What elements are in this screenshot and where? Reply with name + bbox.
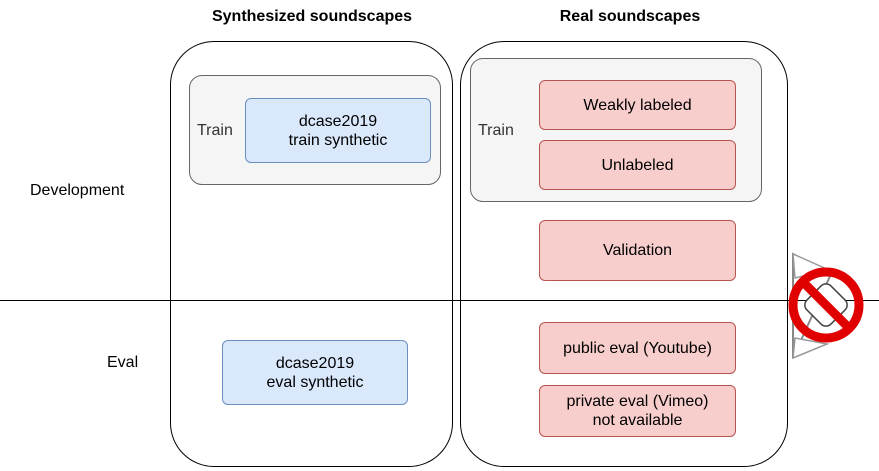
unlabeled-box: Unlabeled — [539, 140, 736, 190]
validation-box: Validation — [539, 220, 736, 281]
public-eval-box: public eval (Youtube) — [539, 322, 736, 374]
real-column-title: Real soundscapes — [559, 8, 701, 25]
private-eval-line-2: not available — [592, 412, 683, 429]
train-synthetic-line-2: train synthetic — [288, 131, 388, 149]
synthesized-train-label: Train — [197, 122, 233, 139]
development-row-label: Development — [30, 182, 125, 199]
prohibited-ring — [788, 267, 864, 343]
dcase2019-train-synthetic-box: dcase2019 train synthetic — [245, 98, 431, 163]
train-synthetic-line-1: dcase2019 — [298, 112, 378, 130]
eval-synthetic-line-2: eval synthetic — [266, 373, 364, 391]
private-eval-line-1: private eval (Vimeo) — [566, 393, 709, 410]
prohibited-slash — [800, 279, 852, 331]
dcase2019-eval-synthetic-box: dcase2019 eval synthetic — [222, 340, 408, 405]
private-eval-box: private eval (Vimeo) not available — [539, 385, 736, 437]
eval-row-label: Eval — [107, 354, 139, 371]
development-eval-divider — [0, 300, 879, 301]
triangle-bottom-shape — [792, 337, 830, 360]
eval-synthetic-line-1: dcase2019 — [275, 354, 355, 372]
weakly-labeled-box: Weakly labeled — [539, 80, 736, 130]
synthesized-column-title: Synthesized soundscapes — [211, 8, 413, 25]
real-train-label: Train — [478, 122, 514, 139]
prohibited-icon — [788, 252, 864, 360]
